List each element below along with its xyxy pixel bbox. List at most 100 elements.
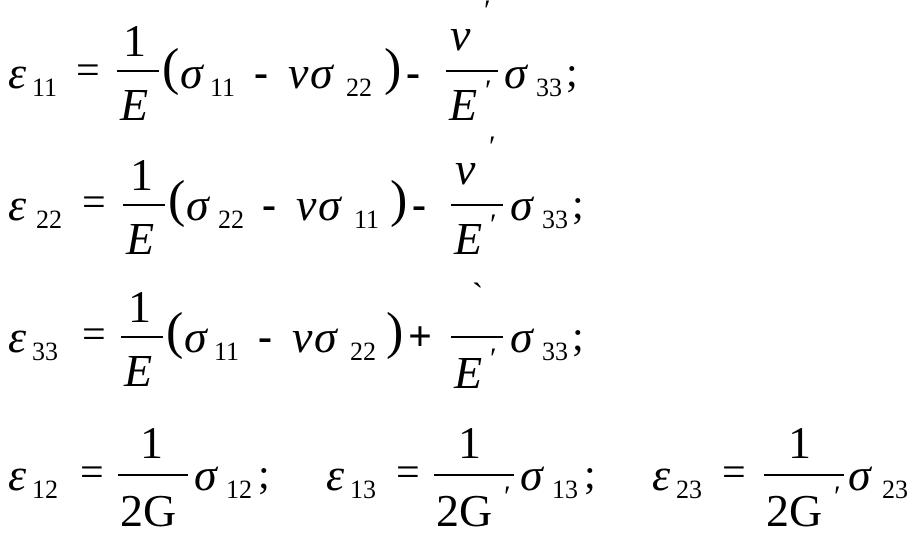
minus-sign: -: [258, 314, 272, 360]
fraction-numerator: 1: [458, 417, 481, 468]
stress-symbol: σ: [520, 449, 545, 500]
stress-index: 13: [552, 475, 578, 504]
fraction-numerator: 1: [128, 281, 151, 332]
equation-row-4: ε 12 = 1 2G σ 12 ; ε 13 = 1 2G ʹ σ 13 ; …: [8, 417, 908, 536]
close-paren: ): [384, 39, 401, 96]
stress-index: 12: [226, 475, 252, 504]
stress-index: 22: [218, 205, 244, 234]
stress-symbol: σ: [180, 47, 205, 98]
fraction-denominator: E: [448, 79, 477, 130]
equation-row-1: ε 11 = 1 E ( σ 11 - ν σ 22 ) - ν ʹ E ʹ σ…: [8, 0, 578, 130]
poisson-symbol: ν: [296, 179, 317, 230]
strain-index: 13: [350, 475, 376, 504]
equals-sign: =: [722, 450, 746, 496]
equals-sign: =: [396, 450, 420, 496]
close-paren: ): [386, 303, 403, 360]
stress-index: 33: [536, 73, 562, 102]
stress-index: 11: [210, 73, 235, 102]
fraction-bar: [451, 336, 503, 338]
fraction-bar: [764, 474, 844, 476]
strain-index: 23: [676, 475, 702, 504]
fraction-denominator: E: [123, 345, 152, 396]
prime-mark: ʹ: [490, 208, 497, 241]
stress-index: 22: [350, 337, 376, 366]
stress-index: 11: [214, 337, 239, 366]
semicolon: ;: [584, 452, 596, 498]
strain-symbol: ε: [652, 449, 671, 500]
operator-sign: -: [412, 182, 426, 228]
fraction-bar: [434, 474, 514, 476]
strain-symbol: ε: [8, 449, 27, 500]
fraction-numerator: 1: [788, 417, 811, 468]
operator-sign: +: [408, 314, 432, 360]
strain-symbol: ε: [8, 179, 27, 230]
stress-index: 33: [542, 205, 568, 234]
fraction-numerator: 1: [130, 149, 153, 200]
prime-mark: ʹ: [484, 0, 491, 27]
fraction-bar: [451, 204, 503, 206]
stress-symbol: σ: [318, 179, 343, 230]
poisson-symbol: ν: [288, 47, 309, 98]
semicolon: ;: [572, 314, 584, 360]
stress-symbol: σ: [310, 47, 335, 98]
fraction-bar: [446, 70, 498, 72]
equals-sign: =: [80, 450, 104, 496]
stress-symbol: σ: [194, 449, 219, 500]
prime-mark: ʹ: [489, 130, 496, 163]
prime-mark: ʹ: [504, 480, 511, 513]
semicolon: ;: [258, 452, 270, 498]
fraction-numerator: ν: [450, 9, 471, 60]
stress-symbol: σ: [504, 47, 529, 98]
fraction-numerator: 1: [140, 417, 163, 468]
open-paren: (: [162, 39, 179, 96]
fraction-numerator: 1: [123, 15, 146, 66]
semicolon: ;: [572, 182, 584, 228]
strain-symbol: ε: [8, 311, 27, 362]
strain-symbol: ε: [8, 47, 27, 98]
strain-index: 12: [32, 475, 58, 504]
fraction-denominator: 2G: [766, 485, 822, 536]
fraction-numerator: ν: [455, 143, 476, 194]
fraction-numerator: `: [472, 277, 483, 314]
strain-index: 22: [36, 205, 62, 234]
close-paren: ): [390, 171, 407, 228]
equals-sign: =: [76, 48, 100, 94]
stress-index: 11: [354, 205, 379, 234]
fraction-denominator: 2G: [120, 485, 176, 536]
stress-index: 33: [542, 337, 568, 366]
stress-symbol: σ: [314, 311, 339, 362]
fraction-denominator: E: [453, 213, 482, 264]
minus-sign: -: [262, 182, 276, 228]
stress-symbol: σ: [510, 311, 535, 362]
fraction-denominator: E: [125, 213, 154, 264]
stress-symbol: σ: [184, 311, 209, 362]
stress-index: 23: [882, 475, 908, 504]
fraction-bar: [123, 204, 165, 206]
strain-index: 33: [32, 337, 58, 366]
strain-symbol: ε: [326, 449, 345, 500]
equals-sign: =: [82, 312, 106, 358]
stress-index: 22: [346, 73, 372, 102]
minus-sign: -: [254, 50, 268, 96]
stress-symbol: σ: [510, 179, 535, 230]
strain-index: 11: [32, 73, 57, 102]
equation-row-3: ε 33 = 1 E ( σ 11 - ν σ 22 ) + ` E ʹ σ 3…: [8, 277, 584, 398]
open-paren: (: [166, 303, 183, 360]
stress-symbol: σ: [848, 449, 873, 500]
fraction-bar: [121, 336, 163, 338]
prime-mark: ʹ: [834, 480, 841, 513]
stress-symbol: σ: [186, 179, 211, 230]
prime-mark: ʹ: [485, 74, 492, 107]
fraction-bar: [118, 474, 188, 476]
fraction-denominator: E: [119, 79, 148, 130]
poisson-symbol: ν: [292, 311, 313, 362]
open-paren: (: [168, 171, 185, 228]
semicolon: ;: [566, 50, 578, 96]
prime-mark: ʹ: [490, 342, 497, 375]
fraction-bar: [117, 70, 159, 72]
fraction-denominator: E: [453, 347, 482, 398]
fraction-denominator: 2G: [436, 485, 492, 536]
operator-sign: -: [406, 50, 420, 96]
equation-row-2: ε 22 = 1 E ( σ 22 - ν σ 11 ) - ν ʹ E ʹ σ…: [8, 130, 584, 264]
